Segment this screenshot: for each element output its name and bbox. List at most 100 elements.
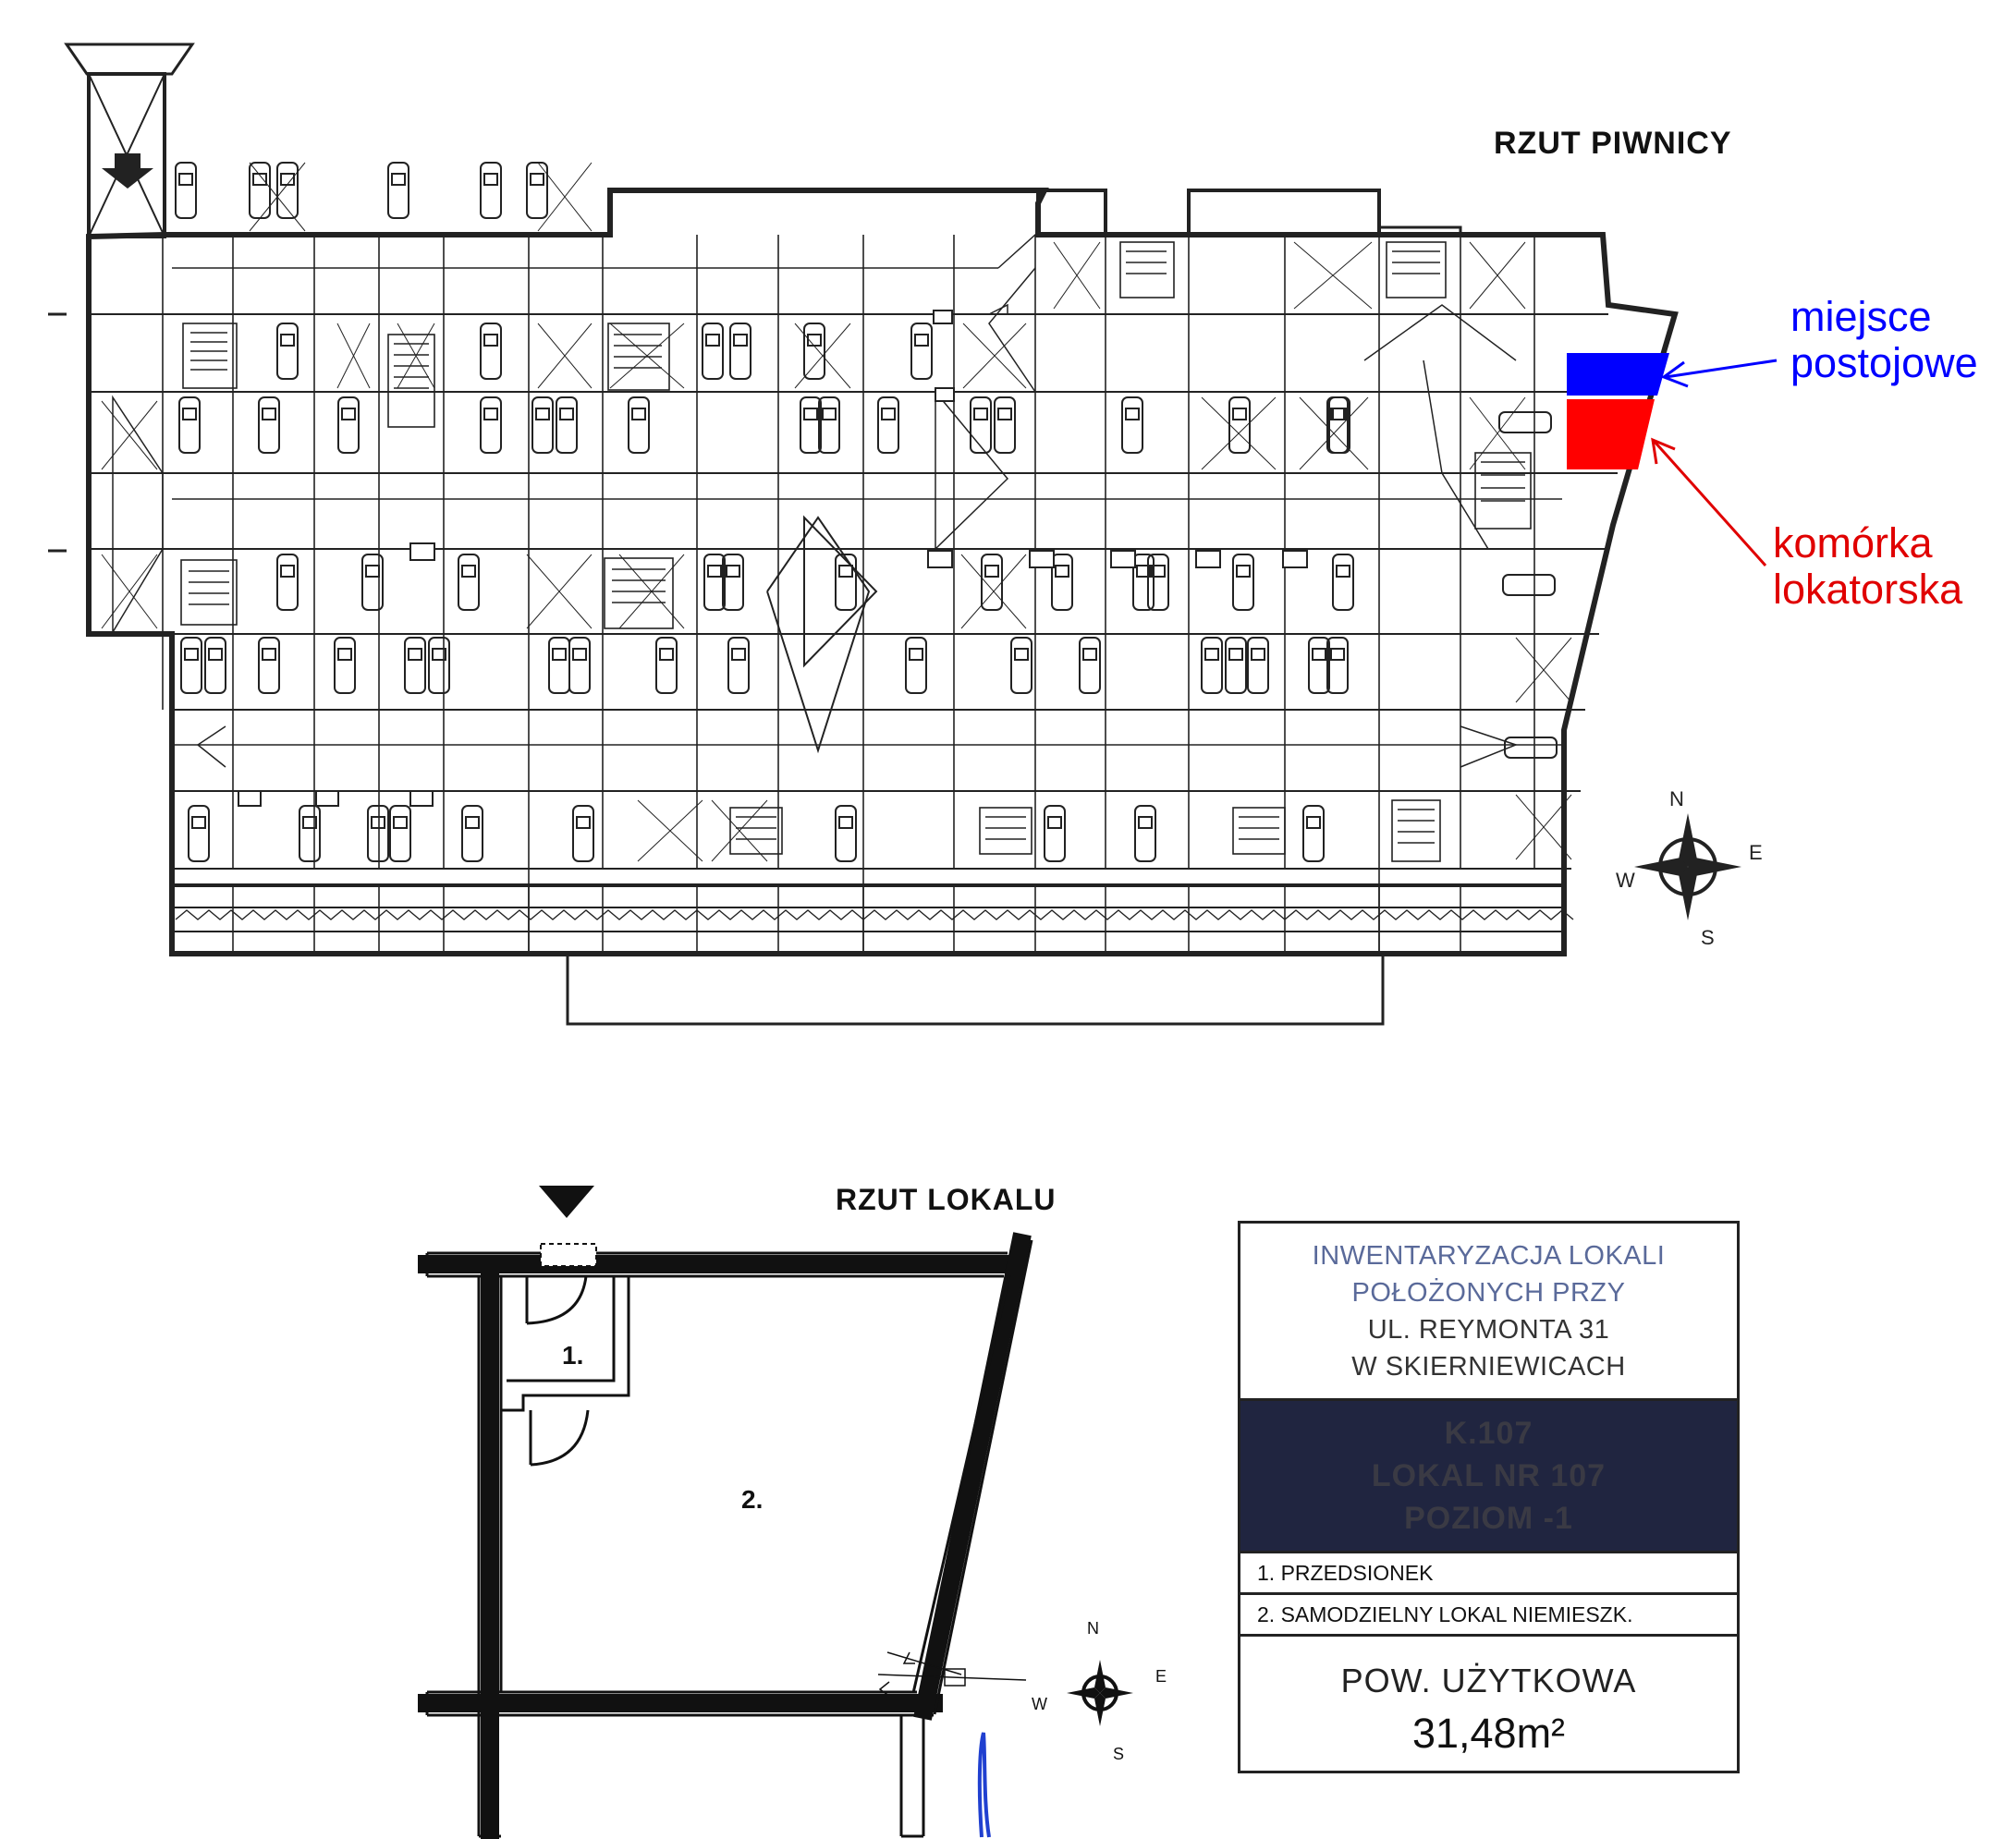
compass-north-label: N (1669, 787, 1684, 810)
unit-code: K.107 (1444, 1416, 1533, 1451)
car-windshield-icon (1014, 648, 1029, 661)
parking-car-icon (387, 162, 409, 219)
parking-car-icon (568, 637, 591, 694)
parking-car-icon (1498, 411, 1552, 433)
parking-legend-arrow (1660, 359, 1778, 388)
parking-car-icon (526, 162, 548, 219)
parking-car-icon (204, 637, 226, 694)
car-windshield-icon (178, 173, 193, 186)
ramp-arrow-icon (102, 153, 153, 189)
car-windshield-icon (997, 408, 1012, 420)
car-windshield-icon (726, 565, 740, 578)
header-line-2: POŁOŻONYCH PRZY (1351, 1277, 1626, 1308)
parking-car-icon (1504, 737, 1558, 759)
room-2-label: 2. (741, 1485, 763, 1514)
car-windshield-icon (1151, 565, 1166, 578)
car-windshield-icon (838, 816, 853, 829)
parking-car-icon (249, 162, 271, 219)
car-windshield-icon (432, 648, 446, 661)
parking-car-icon (1308, 637, 1330, 694)
unit-compass-west-label: W (1032, 1695, 1047, 1713)
parking-car-icon (877, 396, 899, 454)
car-windshield-icon (337, 648, 352, 661)
storage-legend-label: komórka lokatorska (1773, 520, 1962, 613)
parking-car-icon (803, 323, 825, 380)
car-windshield-icon (483, 173, 498, 186)
parking-car-icon (276, 323, 299, 380)
parking-car-icon (1326, 396, 1349, 454)
parking-car-icon (337, 396, 360, 454)
unit-level: POZIOM -1 (1404, 1501, 1573, 1536)
parking-car-icon (480, 396, 502, 454)
parking-car-icon (334, 637, 356, 694)
car-windshield-icon (184, 648, 199, 661)
south-balcony-strip (170, 883, 1566, 956)
usable-area-block: POW. UŻYTKOWA 31,48m² (1240, 1637, 1737, 1762)
basement-floor-plan: N E S W (48, 43, 1778, 1026)
building-outline (86, 188, 1679, 956)
room-list-item: 2. SAMODZIELNY LOKAL NIEMIESZK. (1240, 1595, 1737, 1637)
compass-south-label: S (1701, 926, 1715, 949)
car-windshield-icon (559, 408, 574, 420)
parking-car-icon (981, 554, 1003, 611)
car-windshield-icon (984, 565, 999, 578)
car-windshield-icon (822, 408, 837, 420)
unit-id-panel: K.107 LOKAL NR 107 POZIOM -1 (1240, 1401, 1737, 1553)
unit-compass-east-label: E (1155, 1667, 1167, 1686)
parking-car-icon (835, 805, 857, 862)
basement-plan-title: RZUT PIWNICY (1494, 126, 1732, 161)
parking-car-icon (480, 323, 502, 380)
car-windshield-icon (659, 648, 674, 661)
car-windshield-icon (973, 408, 988, 420)
header-line-1: INWENTARYZACJA LOKALI (1312, 1240, 1666, 1271)
unit-compass-south-label: S (1113, 1745, 1124, 1763)
usable-area-value: 31,48m² (1411, 1710, 1566, 1757)
parking-car-icon (1134, 805, 1156, 862)
car-windshield-icon (1082, 648, 1097, 661)
parking-car-icon (1201, 637, 1223, 694)
parking-car-icon (1147, 554, 1169, 611)
car-windshield-icon (1336, 565, 1350, 578)
car-windshield-icon (705, 334, 720, 347)
car-windshield-icon (1138, 816, 1153, 829)
car-windshield-icon (391, 173, 406, 186)
parking-car-icon (1132, 554, 1155, 611)
car-windshield-icon (530, 173, 544, 186)
unit-floor-plan: 1. 2. N E S W (418, 1186, 1167, 1839)
compass-east-label: E (1749, 841, 1763, 864)
parking-legend-line2: postojowe (1790, 339, 1978, 386)
parking-car-icon (800, 396, 822, 454)
car-windshield-icon (408, 648, 422, 661)
car-windshield-icon (807, 334, 822, 347)
car-windshield-icon (182, 408, 197, 420)
car-windshield-icon (483, 334, 498, 347)
car-windshield-icon (465, 816, 480, 829)
parking-space-highlight (1567, 353, 1669, 396)
parking-car-icon (702, 323, 724, 380)
car-windshield-icon (914, 334, 929, 347)
car-windshield-icon (1125, 408, 1140, 420)
car-windshield-icon (1251, 648, 1265, 661)
header-line-3: UL. REYMONTA 31 (1367, 1314, 1610, 1345)
car-windshield-icon (208, 648, 223, 661)
parking-car-icon (531, 396, 554, 454)
storage-legend-line1: komórka (1773, 519, 1933, 566)
car-windshield-icon (1228, 648, 1243, 661)
car-windshield-icon (731, 648, 746, 661)
usable-area-label: POW. UŻYTKOWA (1340, 1662, 1637, 1699)
parking-car-icon (1121, 396, 1143, 454)
parking-car-icon (258, 396, 280, 454)
car-windshield-icon (733, 334, 748, 347)
compass-west-label: W (1616, 869, 1635, 892)
car-windshield-icon (341, 408, 356, 420)
parking-car-icon (1502, 574, 1556, 596)
storage-legend-line2: lokatorska (1773, 566, 1963, 613)
car-windshield-icon (1136, 565, 1151, 578)
car-windshield-icon (803, 408, 818, 420)
parking-car-icon (389, 805, 411, 862)
car-windshield-icon (631, 408, 646, 420)
parking-legend-label: miejsce postojowe (1790, 294, 1978, 386)
car-windshield-icon (1306, 816, 1321, 829)
parking-car-icon (1225, 637, 1247, 694)
parking-car-icon (180, 637, 202, 694)
